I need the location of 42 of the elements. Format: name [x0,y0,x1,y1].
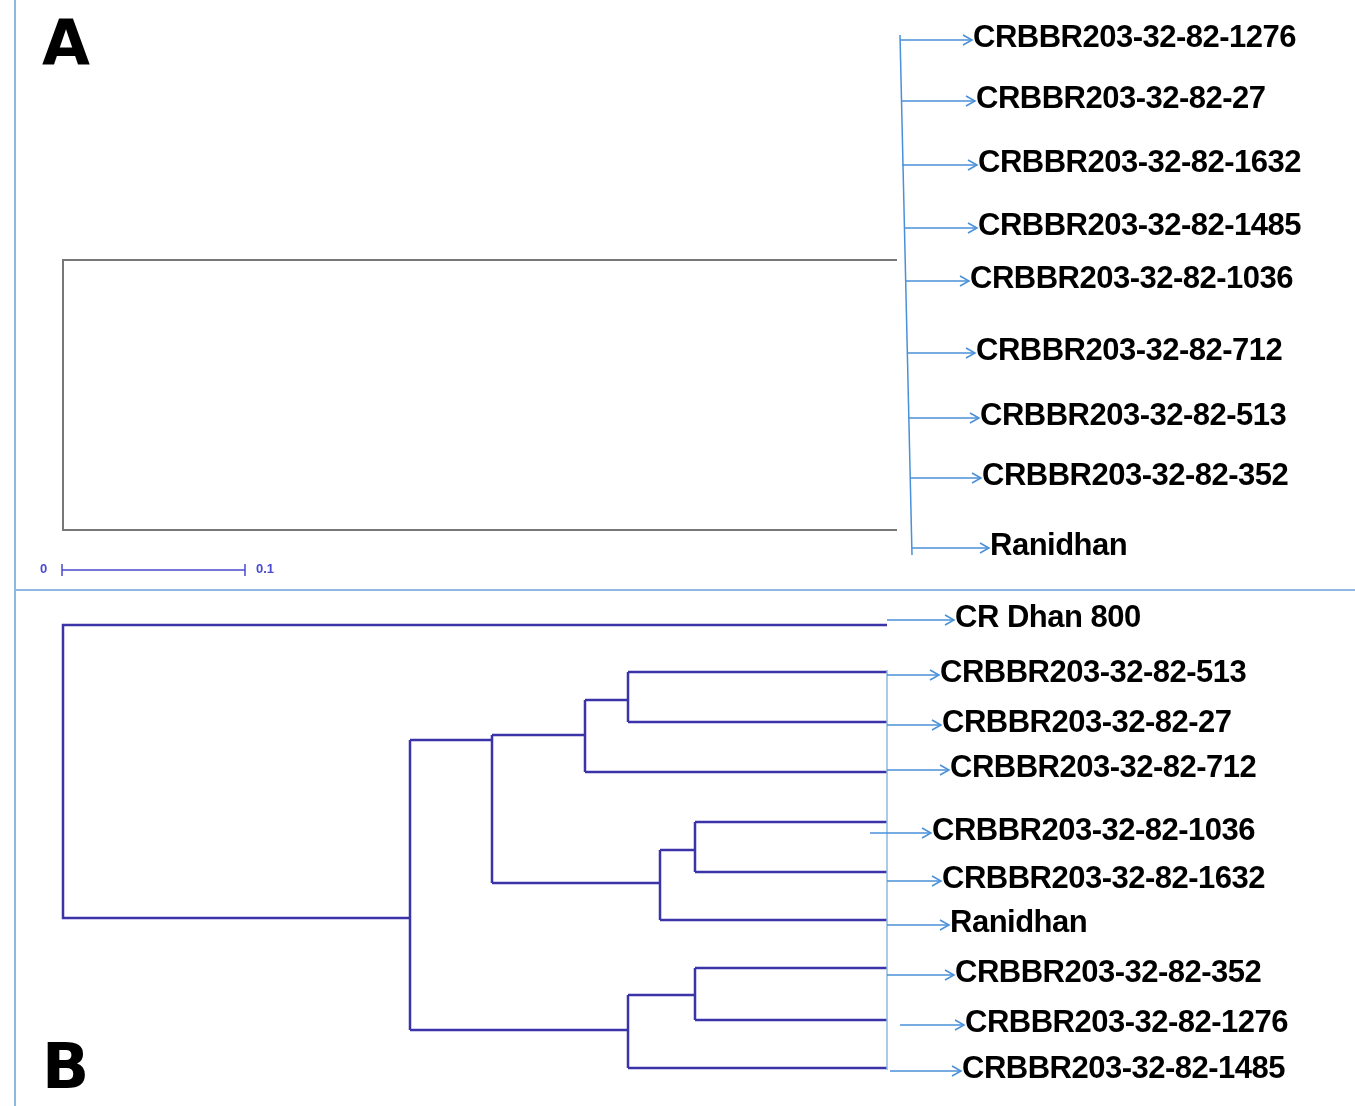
arrow [903,222,978,234]
leaf-label: CRBBR203-32-82-352 [955,954,1262,990]
panel-letter: A [42,12,90,74]
arrow [899,1019,965,1031]
leaf-label: Ranidhan [990,527,1128,563]
arrow [886,969,955,981]
arrow [886,669,940,681]
arrow [886,764,950,776]
leaf-label: CR Dhan 800 [955,599,1141,635]
leaf-label: CRBBR203-32-82-1632 [942,860,1266,896]
arrow [886,719,942,731]
leaf-label: CRBBR203-32-82-1485 [978,207,1302,243]
leaf-label: CRBBR203-32-82-1036 [970,260,1294,296]
arrow [909,472,982,484]
arrow [886,875,942,887]
arrow [889,1065,962,1077]
arrow [906,347,976,359]
arrow [899,34,973,46]
leaf-label: CRBBR203-32-82-1276 [973,19,1297,55]
scale-label: 0.1 [256,562,275,575]
arrow [886,919,950,931]
leaf-label: CRBBR203-32-82-1485 [962,1050,1286,1086]
arrow [911,542,990,554]
leaf-label: CRBBR203-32-82-27 [976,80,1266,116]
leaf-label: CRBBR203-32-82-513 [940,654,1247,690]
arrow [904,275,970,287]
leaf-label: CRBBR203-32-82-27 [942,704,1232,740]
leaf-label: CRBBR203-32-82-513 [980,397,1287,433]
arrow [869,827,932,839]
leaf-label: CRBBR203-32-82-712 [950,749,1257,785]
scale-label: 0 [40,562,48,575]
leaf-label: CRBBR203-32-82-712 [976,332,1283,368]
leaf-label: Ranidhan [950,904,1088,940]
leaf-label: CRBBR203-32-82-352 [982,457,1289,493]
panel-letter: B [42,1036,90,1098]
arrow [908,412,980,424]
arrow [886,614,955,626]
leaf-label: CRBBR203-32-82-1632 [978,144,1302,180]
leaf-label: CRBBR203-32-82-1276 [965,1004,1289,1040]
leaf-label: CRBBR203-32-82-1036 [932,812,1256,848]
arrow [900,95,976,107]
arrow [901,159,978,171]
